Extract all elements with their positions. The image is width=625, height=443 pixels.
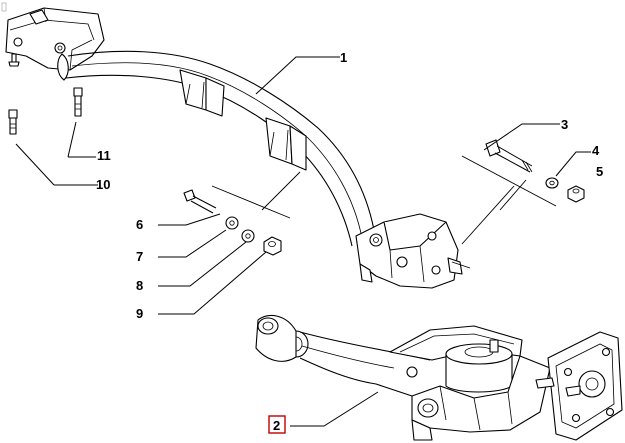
- callout-5: 5: [596, 164, 603, 179]
- part-1-crossmember[interactable]: [5, 7, 471, 289]
- part-7-washer[interactable]: [225, 216, 239, 230]
- callout-2: 2: [273, 418, 280, 433]
- callout-6: 6: [136, 217, 143, 232]
- part-8-washer[interactable]: [241, 229, 255, 243]
- part-3-bolt[interactable]: [485, 139, 533, 173]
- callout-10: 10: [96, 177, 110, 192]
- part-2-trailing-arm[interactable]: [255, 314, 623, 441]
- callout-8: 8: [136, 278, 143, 293]
- part-5-nut[interactable]: [567, 185, 585, 203]
- callout-7: 7: [136, 249, 143, 264]
- callout-9: 9: [136, 306, 143, 321]
- callout-11: 11: [97, 148, 111, 163]
- part-9-nut[interactable]: [263, 236, 282, 256]
- callout-2-highlight-box: [268, 415, 286, 434]
- part-4-washer[interactable]: [545, 177, 559, 189]
- part-10-bolt[interactable]: [8, 109, 18, 135]
- corner-mark: [1, 2, 7, 12]
- part-11-bolt[interactable]: [73, 87, 83, 117]
- callout-4: 4: [592, 143, 600, 158]
- leader-lines: [15, 56, 591, 427]
- assembly-lines: [211, 155, 557, 245]
- callout-labels: 1 3 4 5 6 7 8 9 10 11 2: [96, 50, 603, 434]
- callout-1: 1: [340, 50, 347, 65]
- callout-3: 3: [561, 117, 568, 132]
- part-6-bolt[interactable]: [183, 189, 217, 214]
